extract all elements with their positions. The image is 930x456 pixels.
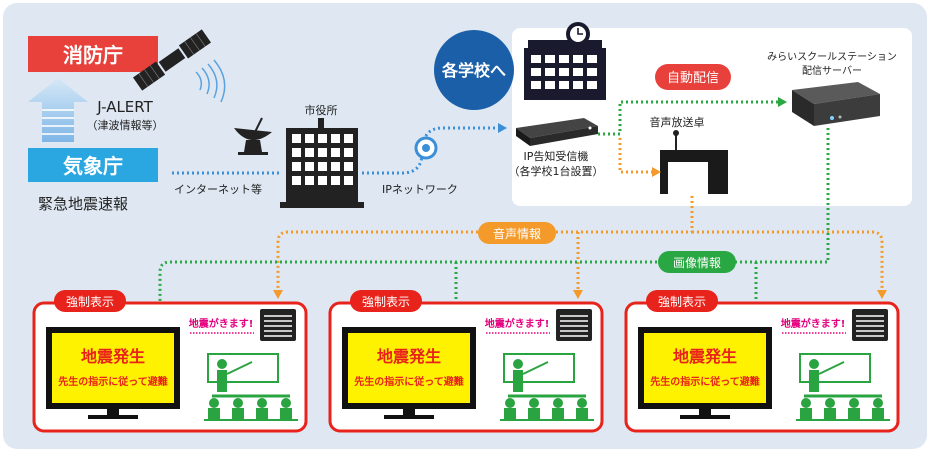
speaker-icon <box>260 309 296 341</box>
broadcast-desk-icon <box>660 130 728 194</box>
speaker-icon <box>852 309 888 341</box>
school-area-panel <box>512 28 912 206</box>
green-arrowhead-server <box>778 97 787 107</box>
screen-title: 地震発生 <box>81 347 145 366</box>
green-flow-receiver-server <box>598 100 778 136</box>
classroom-panel-3: 強制表示 地震発生 先生の指示に従って避難 地震がきます! <box>624 290 900 433</box>
forced-display-badge <box>646 290 718 312</box>
classroom-students-icon <box>796 353 890 421</box>
screen-title: 地震発生 <box>673 347 737 366</box>
city-hall-building-icon <box>280 118 364 208</box>
screen-subtitle: 先生の指示に従って避難 <box>354 375 464 388</box>
server-sub-label: 配信サーバー <box>802 65 862 77</box>
dish-antenna-icon <box>234 117 272 155</box>
auto-delivery-label: 自動配信 <box>667 71 719 86</box>
ip-network-label: IPネットワーク <box>382 183 458 196</box>
earthquake-warning-text: 地震がきます! <box>781 317 846 330</box>
classroom-students-icon <box>500 353 594 421</box>
upward-arrow-icon <box>28 78 88 142</box>
tv-monitor-icon <box>342 327 476 419</box>
internet-label: インターネット等 <box>174 182 262 196</box>
classroom-students-icon <box>204 353 298 421</box>
audio-arrowhead-3 <box>877 290 887 299</box>
forced-display-badge <box>54 290 126 312</box>
earthquake-warning-text: 地震がきます! <box>485 317 550 330</box>
forced-display-badge <box>350 290 422 312</box>
fire-agency-label: 消防庁 <box>63 43 123 67</box>
audio-info-pill <box>478 222 556 244</box>
server-label: みらいスクールステーション <box>767 51 897 63</box>
eew-label: 緊急地震速報 <box>38 195 128 213</box>
tv-monitor-icon <box>638 327 772 419</box>
city-hall-label: 市役所 <box>305 103 338 117</box>
to-schools-circle <box>434 30 514 110</box>
weather-agency-box: 気象庁 <box>28 148 158 182</box>
ip-receiver-icon <box>516 118 598 146</box>
ip-network-arrowhead <box>498 123 507 133</box>
school-building-icon <box>524 22 606 100</box>
satellite-icon <box>133 29 211 91</box>
audio-flow-line-right <box>692 230 884 292</box>
jalert-sub: （津波情報等） <box>87 118 164 132</box>
screen-title: 地震発生 <box>377 347 441 366</box>
audio-info-label: 音声情報 <box>493 226 541 241</box>
delivery-server-icon <box>792 82 880 126</box>
to-schools-label: 各学校へ <box>441 61 506 80</box>
audio-arrowhead-1 <box>273 290 283 299</box>
broadcast-desk-label: 音声放送卓 <box>650 115 705 129</box>
orange-arrowhead-desk <box>652 167 661 177</box>
network-node-icon <box>414 136 438 160</box>
forced-display-label: 強制表示 <box>658 295 706 309</box>
classroom-panel-2: 強制表示 地震発生 先生の指示に従って避難 地震がきます! <box>328 290 604 433</box>
audio-flow-line-main <box>276 196 694 292</box>
tv-monitor-icon <box>46 327 180 419</box>
jalert-title: J-ALERT <box>96 98 153 116</box>
audio-arrowhead-2 <box>573 290 583 299</box>
classroom-panel-1: 強制表示 地震発生 先生の指示に従って避難 地震がきます! <box>32 290 308 433</box>
orange-flow-receiver-desk <box>618 138 652 174</box>
video-info-pill <box>658 251 736 273</box>
receiver-sub-label: （各学校1台設置） <box>509 164 604 178</box>
earthquake-warning-text: 地震がきます! <box>189 317 254 330</box>
screen-subtitle: 先生の指示に従って避難 <box>58 375 168 388</box>
fire-agency-box: 消防庁 <box>28 36 158 72</box>
signal-waves-icon <box>195 59 226 103</box>
receiver-label: IP告知受信機 <box>524 149 589 163</box>
screen-subtitle: 先生の指示に従って避難 <box>650 375 760 388</box>
weather-agency-label: 気象庁 <box>63 154 123 178</box>
forced-display-label: 強制表示 <box>66 295 114 309</box>
speaker-icon <box>556 309 592 341</box>
auto-delivery-pill <box>655 64 731 90</box>
video-info-label: 画像情報 <box>673 256 721 270</box>
ip-network-line <box>362 126 498 175</box>
forced-display-label: 強制表示 <box>362 295 410 309</box>
